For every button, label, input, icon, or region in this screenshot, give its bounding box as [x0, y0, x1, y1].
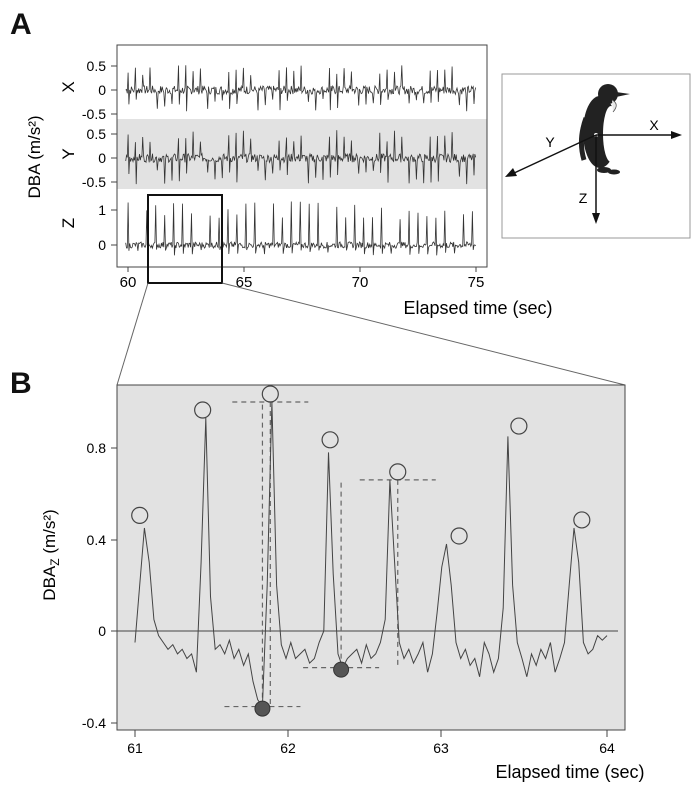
peak-marker-0: [131, 506, 149, 524]
ytick-x-0: 0: [98, 82, 106, 98]
peak-marker-6: [510, 417, 528, 435]
panel-a-yticks-x: 0.5 0 -0.5: [82, 58, 106, 122]
ytick-y-neg0.5: -0.5: [82, 174, 106, 190]
ylabel-main: DBA: [40, 565, 59, 601]
ytick-0.4: 0.4: [87, 532, 107, 548]
peak-trough-markers: [131, 385, 591, 717]
panel-a-xticks: 60 65 70 75: [120, 274, 485, 291]
ylabel-subscript: Z: [48, 558, 62, 565]
peak-marker-7: [573, 511, 591, 529]
xtick-75: 75: [468, 274, 485, 291]
panel-a-ylabel: DBA (m/s²): [25, 115, 44, 198]
trough-marker-0: [254, 700, 271, 717]
peak-marker-2: [261, 385, 279, 403]
xtick-65: 65: [236, 274, 253, 291]
dbaz-series-line: [134, 401, 608, 709]
diagram-label-x: X: [649, 117, 659, 133]
xtick-60: 60: [120, 274, 137, 291]
ytick-x-0.5: 0.5: [87, 58, 107, 74]
ytick-0.8: 0.8: [87, 440, 107, 456]
xtick-62: 62: [280, 740, 296, 756]
panel-a-xlabel: Elapsed time (sec): [403, 298, 552, 318]
axis-label-z: Z: [59, 218, 78, 228]
ylabel-unit: (m/s²): [40, 509, 59, 558]
panel-a-yticks-y: 0.5 0 -0.5: [82, 126, 106, 190]
panel-b-plot-area: [116, 384, 626, 731]
panel-b-yticks: 0.8 0.4 0 -0.4: [82, 440, 106, 731]
ytick-z-1: 1: [98, 202, 106, 218]
ytick-x-neg0.5: -0.5: [82, 106, 106, 122]
xtick-63: 63: [433, 740, 449, 756]
panel-b-xticks: 61 62 63 64: [127, 740, 615, 756]
ytick-neg0.4: -0.4: [82, 715, 106, 731]
panel-b-chart: 0.8 0.4 0 -0.4 DBAZ (m/s²) 61 62 63 64 E…: [40, 384, 645, 782]
xtick-61: 61: [127, 740, 143, 756]
xtick-70: 70: [352, 274, 369, 291]
zoom-connectors: [116, 282, 626, 386]
diagram-label-y: Y: [545, 134, 555, 150]
xtick-64: 64: [599, 740, 615, 756]
panel-a-yticks-z: 1 0: [98, 202, 106, 253]
peak-marker-3: [321, 431, 339, 449]
panel-a-frame-outline: [116, 44, 488, 268]
ytick-y-0.5: 0.5: [87, 126, 107, 142]
peak-marker-4: [389, 463, 407, 481]
panel-a-letter: A: [10, 8, 32, 41]
trace-z: [125, 201, 476, 256]
panel-b-letter: B: [10, 367, 32, 400]
panel-b-ylabel: DBAZ (m/s²): [40, 509, 62, 600]
trough-marker-1: [333, 661, 350, 678]
diagram-axis-arrows: [505, 131, 682, 224]
panel-b-xlabel: Elapsed time (sec): [495, 762, 644, 782]
trace-y: [125, 130, 477, 185]
zoom-window: [147, 194, 223, 284]
panel-a-ytick-marks: [111, 65, 117, 246]
ytick-0: 0: [98, 623, 106, 639]
ytick-z-0: 0: [98, 237, 106, 253]
penguin-icon: [578, 84, 630, 175]
peak-marker-1: [194, 401, 212, 419]
panel-b-xtick-marks: [134, 730, 608, 737]
panel-a-xtick-marks: [127, 267, 477, 272]
axis-label-y: Y: [59, 148, 78, 159]
penguin-axes-diagram: X Y Z: [501, 73, 691, 239]
ytick-y-0: 0: [98, 150, 106, 166]
trace-x: [125, 65, 477, 112]
panel-a-chart: X Y Z DBA (m/s²) 0.5 0 -0.5 0.5 0 -0.5 1…: [25, 44, 553, 318]
panel-a-traces: [125, 65, 477, 256]
axis-label-x: X: [59, 81, 78, 92]
diagram-label-z: Z: [579, 190, 588, 206]
peak-marker-5: [450, 527, 468, 545]
panel-b-ytick-marks: [111, 447, 117, 724]
